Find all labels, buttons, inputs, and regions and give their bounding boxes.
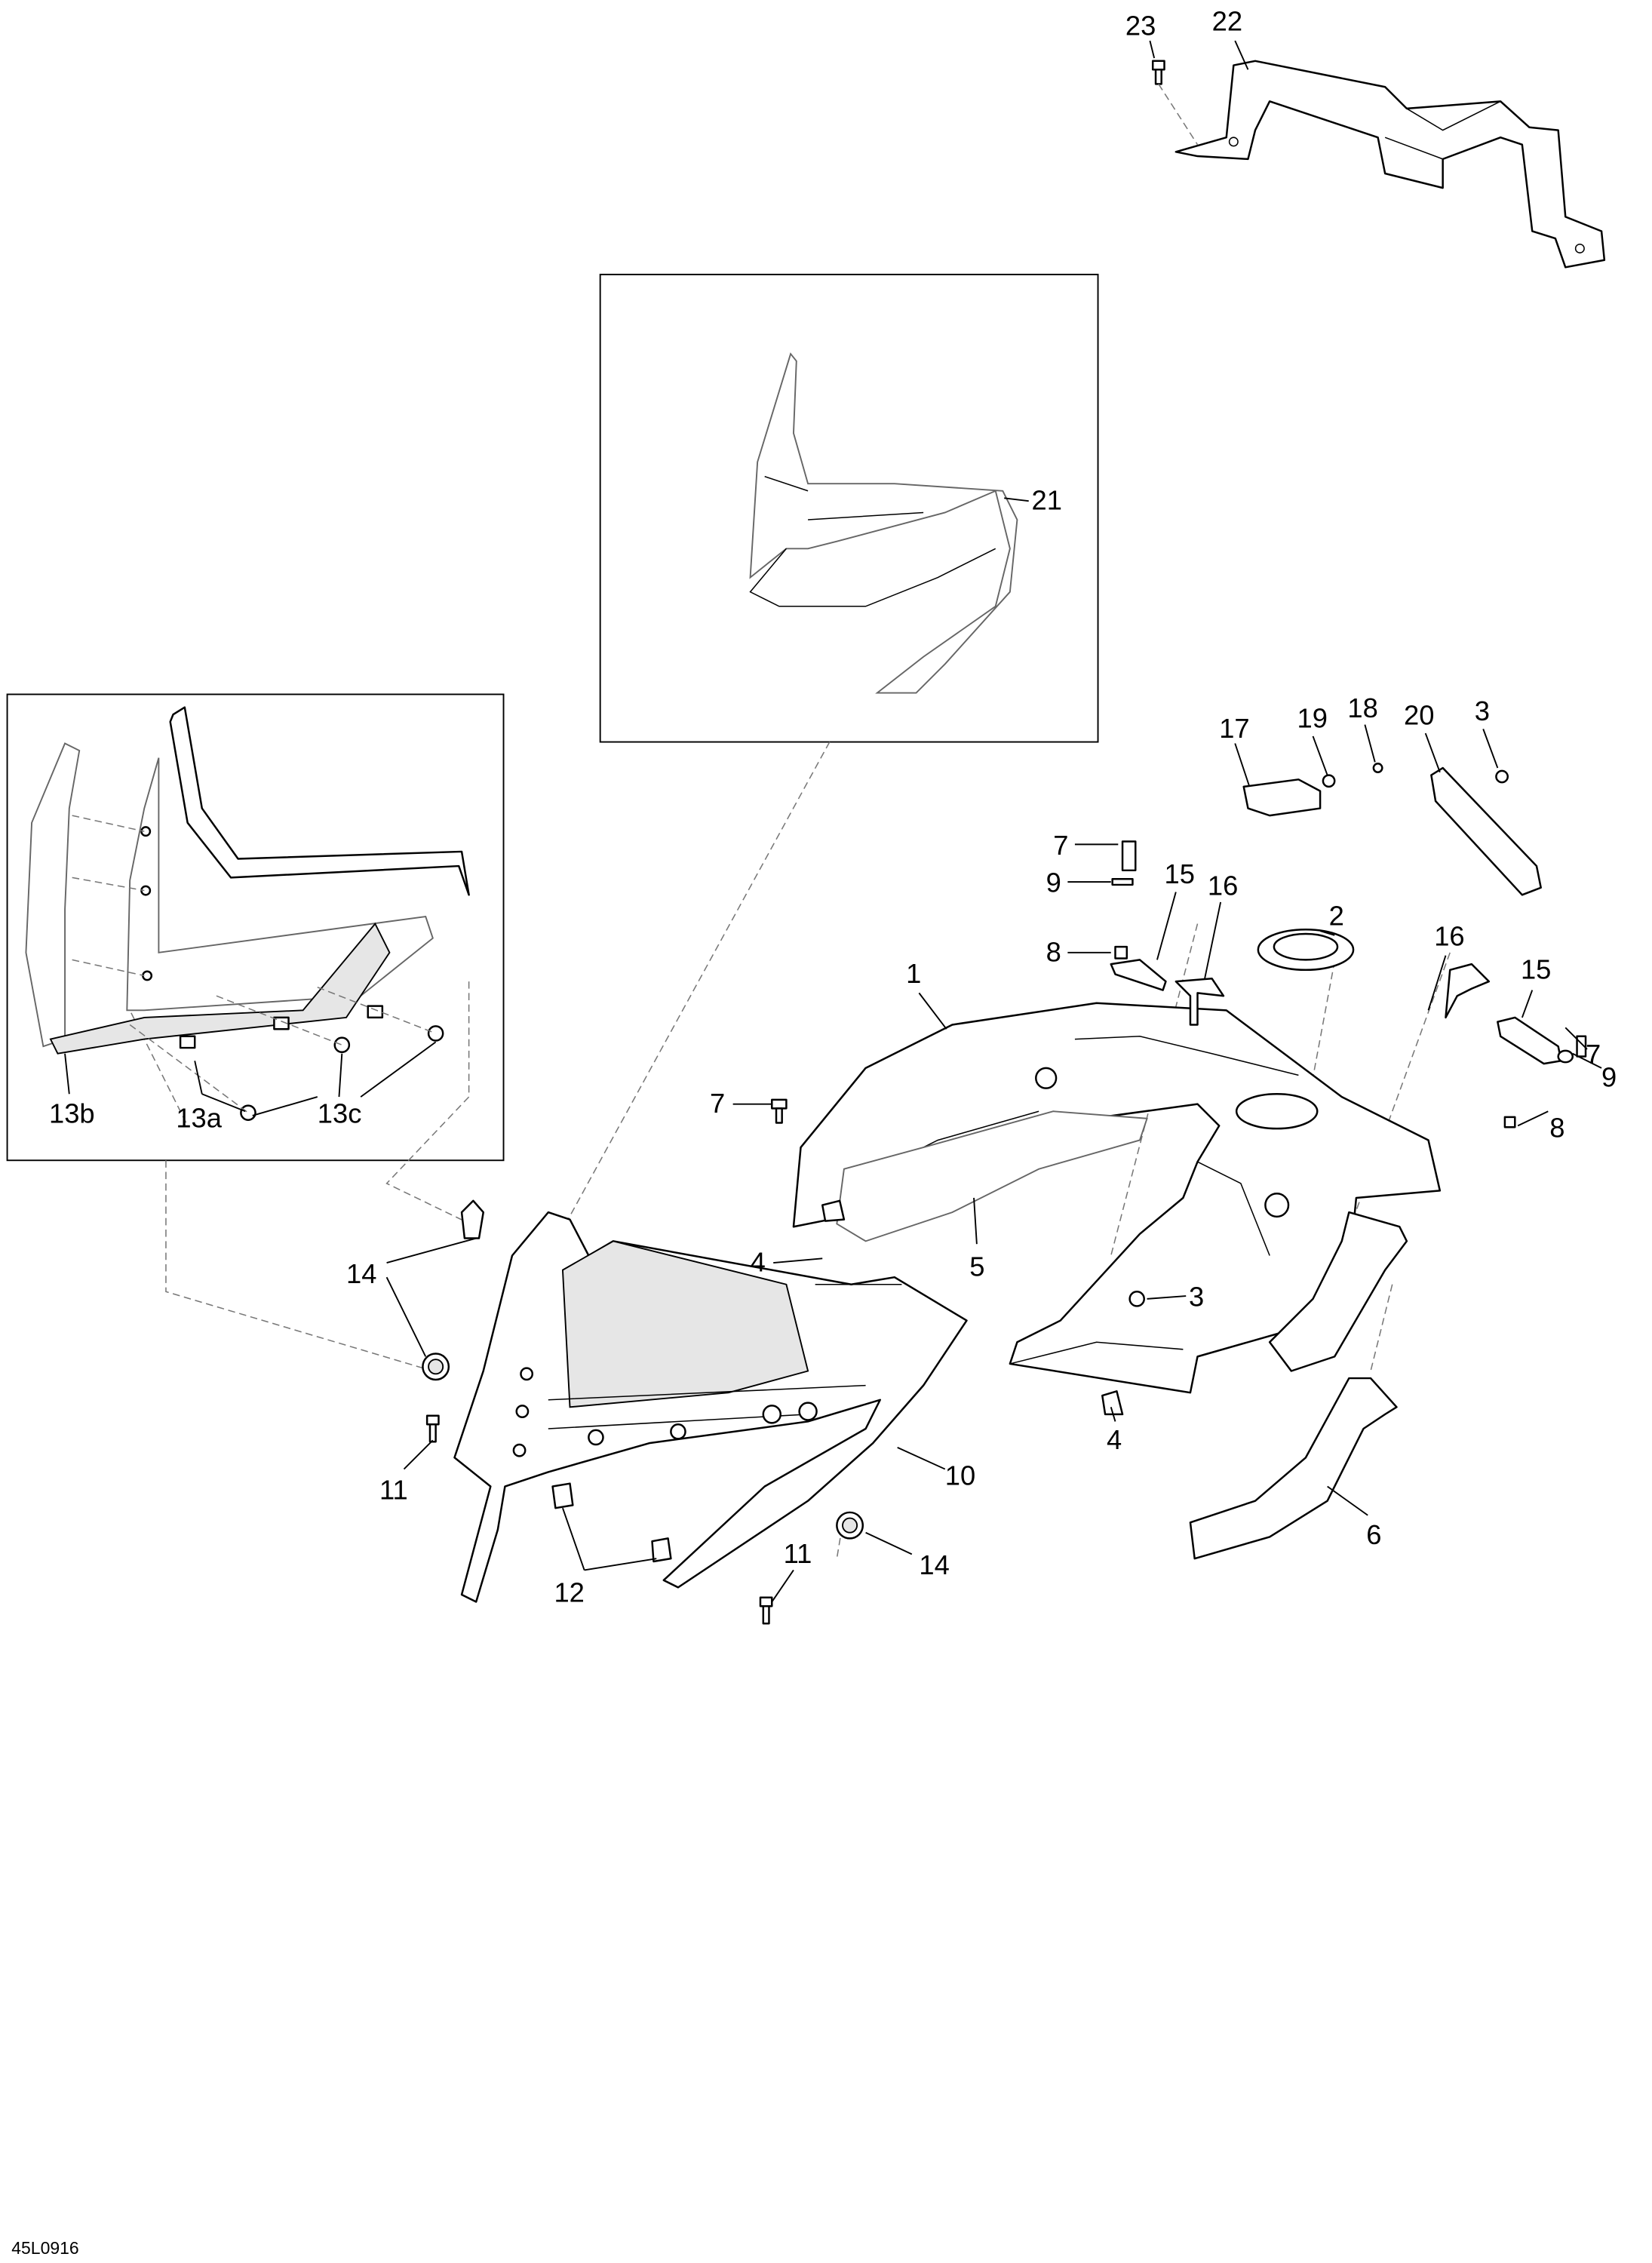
- hardware: [422, 763, 1587, 1625]
- callout-11-left[interactable]: 11: [379, 1475, 408, 1506]
- callout-5[interactable]: 5: [969, 1251, 984, 1282]
- part-6-side-panel: [1189, 1211, 1408, 1560]
- callout-7-right[interactable]: 7: [1586, 1039, 1601, 1070]
- part-2-ring: [1257, 928, 1355, 972]
- callout-8-left[interactable]: 8: [1046, 936, 1061, 967]
- callout-13b[interactable]: 13b: [49, 1098, 95, 1129]
- callout-7-mid[interactable]: 7: [710, 1088, 725, 1119]
- callout-13a[interactable]: 13a: [176, 1102, 222, 1133]
- callout-16-left[interactable]: 16: [1208, 870, 1238, 901]
- callout-17[interactable]: 17: [1219, 713, 1249, 744]
- callout-21[interactable]: 21: [1032, 485, 1062, 516]
- callout-9-left[interactable]: 9: [1046, 867, 1061, 898]
- callout-16-right[interactable]: 16: [1434, 920, 1464, 951]
- callout-3-top[interactable]: 3: [1475, 695, 1490, 726]
- part-22-bracket: [1175, 60, 1606, 269]
- callout-23[interactable]: 23: [1125, 10, 1156, 41]
- deflector-detail-box: [6, 693, 505, 1162]
- callout-19[interactable]: 19: [1297, 702, 1327, 733]
- callout-2[interactable]: 2: [1329, 900, 1344, 931]
- leader-lines: [64, 40, 1602, 1603]
- part-10-nose-panel: [453, 1211, 968, 1603]
- callout-4-lower[interactable]: 4: [1107, 1424, 1122, 1455]
- callout-22[interactable]: 22: [1212, 6, 1242, 37]
- callout-20[interactable]: 20: [1404, 700, 1434, 731]
- callout-8-right[interactable]: 8: [1549, 1113, 1564, 1144]
- windshield-detail-box: [599, 273, 1099, 743]
- callout-14-left[interactable]: 14: [346, 1258, 376, 1289]
- part-5-liner: [836, 1110, 1148, 1242]
- callout-4-upper[interactable]: 4: [751, 1247, 766, 1278]
- callout-12[interactable]: 12: [554, 1577, 584, 1608]
- callout-3-mid[interactable]: 3: [1189, 1281, 1204, 1312]
- callout-18[interactable]: 18: [1347, 692, 1377, 723]
- callout-labels: 23 22 21 17 19 18 20 3 7 9 15 16 8 2 1 1…: [11, 6, 1617, 2258]
- diagram-id: 45L0916: [11, 2238, 78, 2258]
- callout-1[interactable]: 1: [906, 958, 921, 989]
- callout-11-right[interactable]: 11: [784, 1538, 812, 1569]
- part-13-deflector: [25, 706, 470, 1121]
- callout-10[interactable]: 10: [945, 1460, 975, 1491]
- callout-15-left[interactable]: 15: [1165, 858, 1195, 889]
- callout-9-right[interactable]: 9: [1601, 1062, 1617, 1093]
- part-23-screw: [1151, 60, 1199, 146]
- callout-14-right[interactable]: 14: [919, 1549, 949, 1580]
- part-21-windshield: [749, 352, 1018, 694]
- callout-13c[interactable]: 13c: [318, 1098, 362, 1129]
- callout-6[interactable]: 6: [1366, 1519, 1381, 1550]
- callout-15-right[interactable]: 15: [1521, 953, 1551, 984]
- callout-7-left[interactable]: 7: [1053, 830, 1068, 861]
